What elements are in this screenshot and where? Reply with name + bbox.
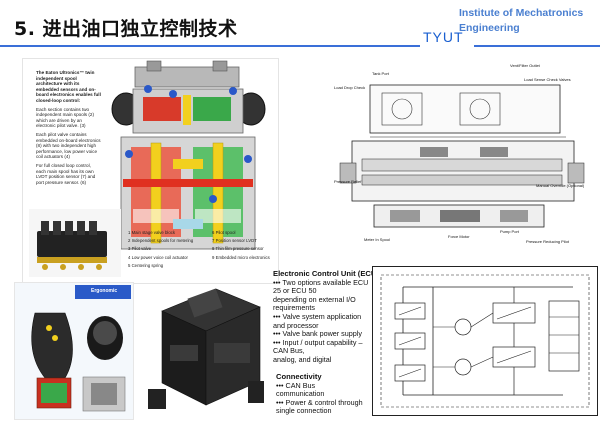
valve-legend-right: 6 Pilot spool 7 Position sensor LVDT 8 T…	[212, 229, 270, 262]
ecu-line: and processor	[273, 320, 319, 330]
ecu-line: CAN Bus,	[273, 346, 305, 356]
ecu-device-photo	[140, 285, 268, 420]
eaton-valve-panel	[22, 58, 279, 284]
legend-item: 7 Position sensor LVDT	[212, 238, 257, 244]
label-load-drop: Load Drop Check	[334, 85, 366, 90]
connectivity-heading: Connectivity	[276, 372, 322, 381]
label-pump-port: Pump Port	[500, 229, 519, 234]
joystick-panel: Ergonomic	[14, 282, 134, 420]
connectivity-line: ••• CAN Bus	[276, 380, 316, 390]
header-divider-right	[474, 45, 600, 47]
legend-item: 8 Thin film pressure sensor	[212, 246, 264, 252]
eaton-bullet: For full closed loop control, each main …	[36, 162, 96, 185]
eaton-bullet: Each pilot valve contains embedded on-bo…	[36, 131, 101, 160]
connectivity-description: Connectivity ••• CAN Bus communication •…	[276, 372, 376, 416]
institute-line-1: Institute of Mechatronics	[459, 7, 584, 19]
ecu-line: ••• Valve bank power supply	[273, 329, 362, 339]
tyut-logo-text: TYUT	[423, 29, 464, 45]
eaton-description: The Eaton Ultronics™ twin independent sp…	[36, 70, 102, 185]
connectivity-line: communication	[276, 389, 325, 399]
connectivity-line: single connection	[276, 406, 332, 416]
legend-item: 5 Centering spring	[128, 262, 164, 268]
legend-item: 2 Independent spools for metering	[128, 238, 194, 244]
legend-item: 6 Pilot spool	[212, 230, 236, 235]
ecu-line: 25 or ECU 50	[273, 286, 317, 296]
ecu-line: depending on external I/O	[273, 294, 356, 304]
legend-item: 9 Embedded micro electronics	[212, 254, 270, 260]
ergonomic-label: Ergonomic	[91, 288, 118, 294]
label-force-motor: Force Motor	[448, 234, 470, 239]
ecu-line: analog, and digital	[273, 354, 332, 364]
ecu-description: Electronic Control Unit (ECU) ••• Two op…	[273, 269, 379, 365]
header-divider	[0, 45, 420, 47]
eaton-bullet: Each section contains two independent ma…	[36, 106, 94, 129]
section-drawing-svg	[339, 84, 585, 228]
connectivity-line: ••• Power & control through	[276, 397, 363, 407]
label-sense-check: Load Sense Check Valves	[524, 77, 571, 82]
legend-item: 4 Low power voice coil actuator	[128, 254, 188, 260]
joystick-illustration	[31, 285, 131, 412]
ecu-device-illustration	[148, 288, 264, 409]
ecu-line: ••• Valve system application	[273, 311, 362, 321]
valve-legend-left: 1 Main stage valve block 2 Independent s…	[128, 229, 193, 270]
label-meter-spool: Meter In Spool	[364, 237, 391, 242]
label-tank-port: Tank Port	[372, 71, 389, 76]
label-manual-override: Manual Override (Optional)	[536, 183, 585, 188]
hydraulic-schematic	[372, 266, 598, 416]
eaton-intro: The Eaton Ultronics™ twin independent sp…	[36, 70, 101, 103]
legend-item: 1 Main stage valve block	[128, 230, 176, 235]
ecu-line: requirements	[273, 303, 315, 313]
ecu-line: ••• Two options available ECU	[273, 277, 369, 287]
institute-line-2: Engineering	[459, 22, 520, 34]
legend-item: 3 Pilot valve	[128, 246, 152, 252]
slide-title: 5. 进出油口独立控制技术	[14, 18, 238, 40]
valve-section-drawing: Tank Port Vent/Filter Outlet Load Sense …	[330, 55, 594, 247]
ecu-heading: Electronic Control Unit (ECU)	[273, 269, 379, 278]
ecu-line: ••• Input / output capability –	[273, 337, 363, 347]
valve-cutaway-illustration	[29, 60, 266, 277]
label-pressure-reducing: Pressure Reducing Pilot	[526, 239, 569, 244]
label-vent: Vent/Filter Outlet	[510, 63, 540, 68]
hydraulic-schematic-svg	[380, 274, 590, 408]
institute-name: Institute of Mechatronics Engineering	[459, 6, 583, 36]
label-pressure-relief: Pressure Relief	[334, 179, 362, 184]
